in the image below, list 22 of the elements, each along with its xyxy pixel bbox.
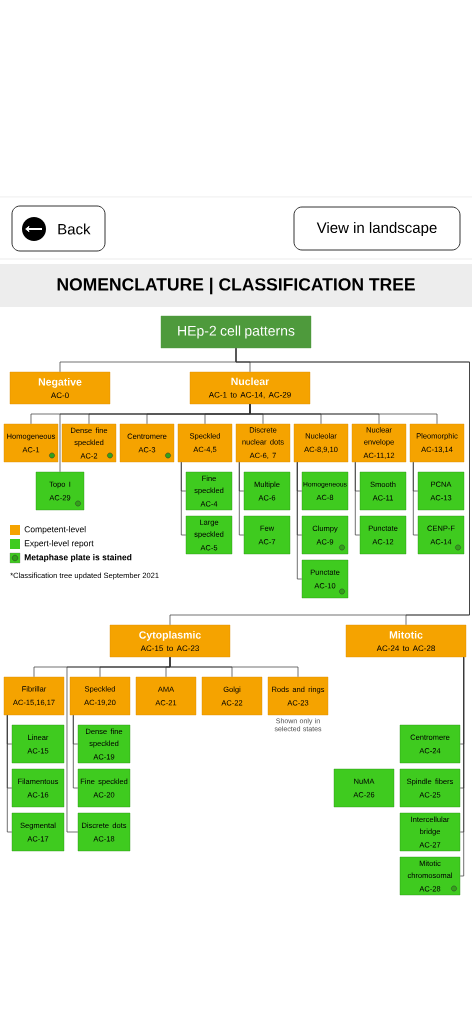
connector-line [354,461,361,536]
connector-line [72,714,79,789]
category-box: Cytoplasmic AC-15 to AC-23 [109,624,231,658]
back-button: Back [11,205,106,252]
title-band: NOMENCLATURE | CLASSIFICATION TREE [0,264,472,307]
connector-line [459,656,465,877]
connector-line [412,461,419,536]
connector-line [235,347,470,626]
connector-line [296,461,303,580]
connector-line [6,714,13,833]
root-box: HEp-2 cell patterns [160,315,312,349]
category-box: Negative AC-0 [9,371,111,405]
legend-text: Metaphase plate is stained [24,554,132,562]
connector-line [66,656,171,833]
category-box: Mitotic AC-24 to AC-28 [345,624,467,658]
legend-text: Competent-level [24,526,86,534]
connector-line [238,461,245,536]
landscape-button: View in landscape [293,206,461,251]
legend-text: Expert-level report [24,540,94,548]
category-box: Nuclear AC-1 to AC-14, AC-29 [189,371,311,405]
connector-line [180,461,187,536]
connector-line [59,403,251,473]
